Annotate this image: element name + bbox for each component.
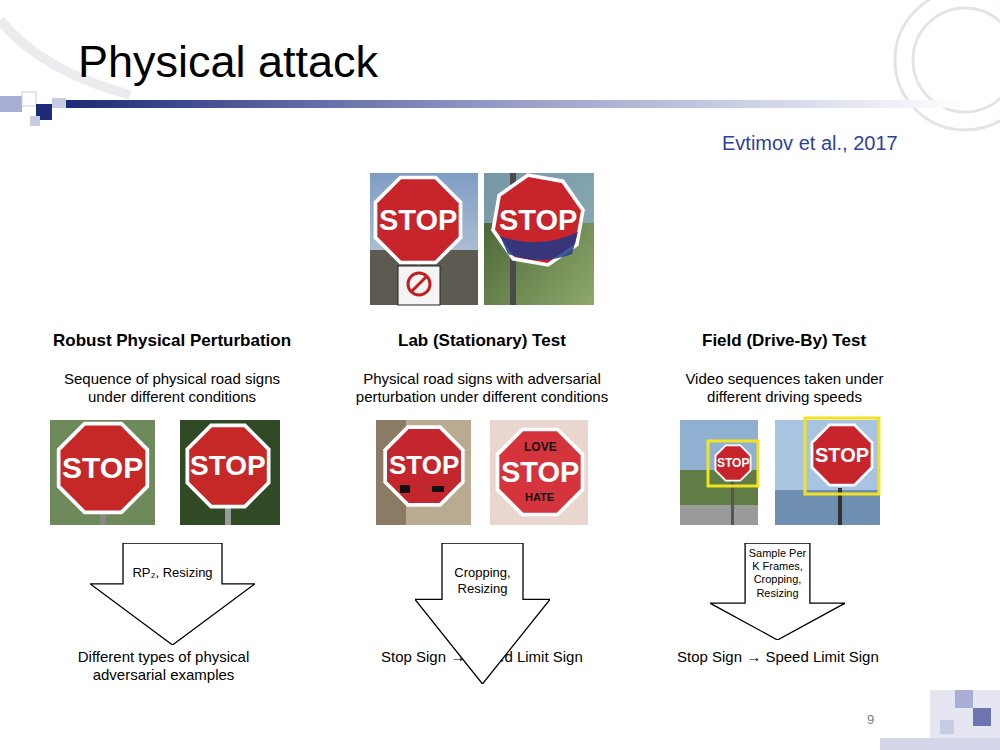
result-text: Stop Sign → Speed Limit Sign (677, 648, 879, 666)
sign-text: STOP (62, 450, 143, 486)
column-heading: Field (Drive-By) Test (702, 331, 866, 351)
sign-text: STOP (379, 203, 457, 238)
column-description: Video sequences taken under different dr… (672, 370, 897, 406)
down-arrow-shape: Sample Per K Frames, Cropping, Resizing (710, 543, 845, 640)
sign-text: STOP (815, 443, 869, 467)
column-heading: Lab (Stationary) Test (398, 331, 566, 351)
down-arrow-shape: RP₂, Resizing (90, 543, 255, 645)
down-arrow-shape: Cropping, Resizing (415, 543, 550, 684)
arrow-text: Sample Per K Frames, Cropping, Resizing (747, 547, 808, 600)
sign-text: STOP (190, 449, 266, 483)
arrow-outline (90, 543, 255, 645)
slide-title: Physical attack (78, 36, 378, 88)
column-description: Sequence of physical road signs under di… (47, 370, 297, 406)
column-heading: Robust Physical Perturbation (53, 331, 291, 351)
arrow-text: Cropping, Resizing (444, 565, 521, 596)
page-number: 9 (867, 712, 874, 728)
sticker-text: LOVE (524, 440, 557, 454)
sign-text: STOP (717, 456, 749, 470)
sign-text: STOP (499, 203, 577, 238)
sticker-text: HATE (525, 491, 554, 504)
sign-text: STOP (501, 455, 579, 490)
arrow-text: RP₂, Resizing (125, 565, 220, 581)
sign-text: STOP (389, 450, 459, 481)
arrow-outline (415, 543, 550, 684)
column-description: Physical road signs with adversarial per… (337, 370, 627, 406)
result-text: Different types of physical adversarial … (61, 648, 266, 684)
citation: Evtimov et al., 2017 (722, 131, 898, 155)
